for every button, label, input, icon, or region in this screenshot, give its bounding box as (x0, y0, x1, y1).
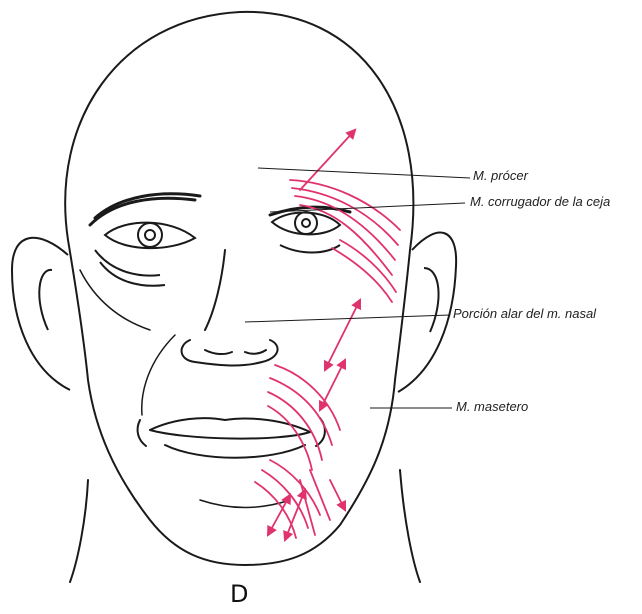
muscle-fibers (255, 130, 400, 540)
label-procer: M. prócer (473, 168, 528, 183)
head-outline (65, 12, 420, 582)
nose (182, 250, 278, 365)
leader-lines (245, 168, 470, 408)
label-masetero: M. masetero (456, 399, 528, 414)
eyes (95, 212, 340, 286)
panel-letter: D (230, 580, 248, 608)
label-nasal: Porción alar del m. nasal (453, 306, 596, 321)
leader-nasal (245, 315, 450, 322)
mouth (138, 418, 325, 458)
leader-procer (258, 168, 470, 178)
facial-creases (80, 270, 290, 508)
label-corrugador: M. corrugador de la ceja (470, 194, 610, 209)
